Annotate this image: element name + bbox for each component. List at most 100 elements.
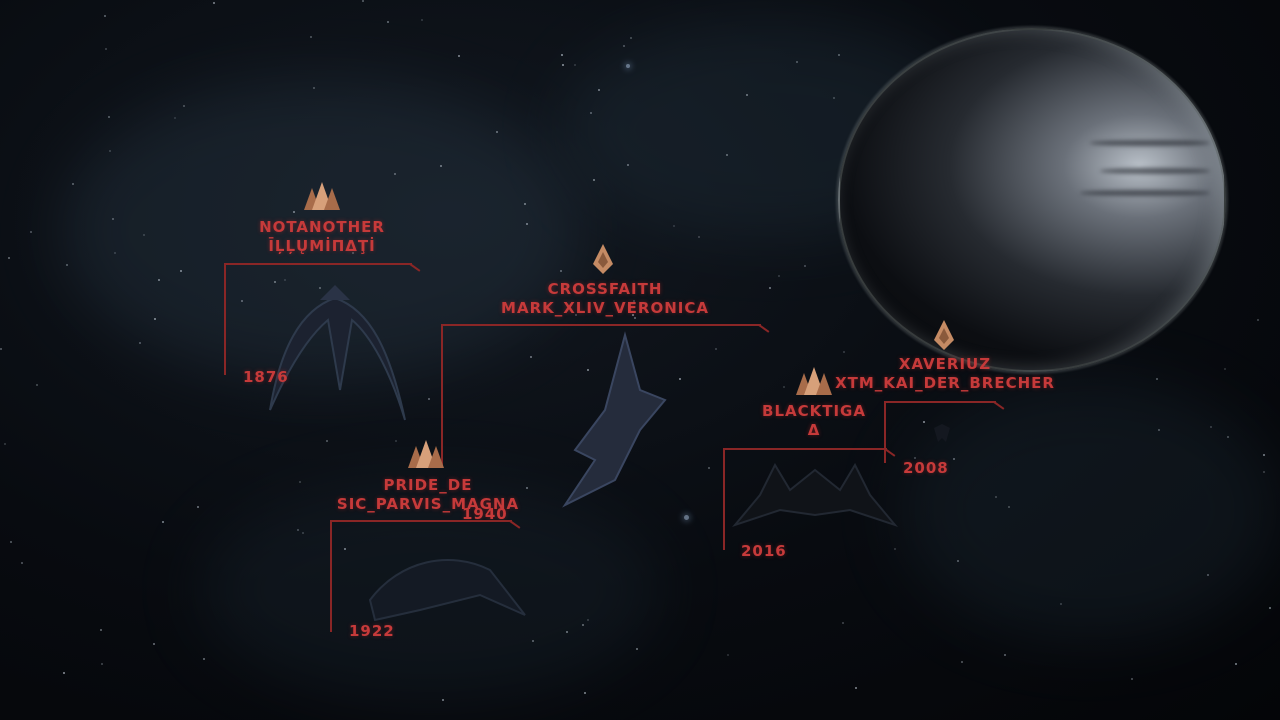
year-label: 1940: [462, 505, 508, 523]
star: [593, 179, 595, 181]
star: [352, 252, 354, 254]
star: [1235, 663, 1237, 665]
star: [302, 532, 304, 534]
star: [532, 640, 534, 642]
player-ship[interactable]: [930, 422, 954, 446]
star: [440, 165, 442, 167]
star: [101, 663, 103, 665]
star: [1060, 603, 1062, 605]
star: [627, 164, 629, 166]
player-nameplate[interactable]: NOTANOTHER ĪĻĻŲMİПΔŢİ: [222, 218, 422, 256]
star: [297, 529, 299, 531]
star: [727, 654, 729, 656]
star: [1156, 378, 1158, 380]
player-name-tag: ĪĻĻŲMİПΔŢİ: [268, 237, 376, 255]
player-ship[interactable]: [360, 540, 530, 630]
star: [1004, 654, 1006, 656]
star: [560, 270, 562, 272]
player-ship[interactable]: [545, 330, 675, 510]
star: [143, 234, 145, 236]
star: [961, 661, 963, 663]
star: [1207, 574, 1209, 576]
star: [428, 398, 430, 400]
player-name: PRIDE_DE: [383, 476, 473, 494]
star: [746, 94, 748, 96]
star: [66, 264, 68, 266]
star: [584, 692, 586, 694]
star: [804, 265, 806, 267]
star: [948, 377, 950, 379]
star: [421, 19, 423, 21]
single-chevron-insignia-icon: [934, 320, 954, 350]
player-nameplate[interactable]: CROSSFAITH MARK_XLIV_VERONICA: [470, 280, 740, 318]
star: [633, 300, 635, 302]
star: [100, 629, 102, 631]
target-bracket: [723, 448, 887, 550]
star: [526, 223, 528, 225]
star: [162, 521, 164, 523]
star: [1158, 429, 1160, 431]
star: [598, 89, 600, 91]
star: [587, 619, 589, 621]
star: [1224, 368, 1226, 370]
star: [112, 218, 114, 220]
star: [458, 55, 460, 57]
star: [634, 317, 636, 319]
star: [582, 624, 584, 626]
player-ship[interactable]: [240, 280, 430, 430]
year-label: 2016: [741, 542, 787, 560]
player-name: BLACKTIGA: [762, 402, 866, 420]
star: [1210, 426, 1212, 428]
star: [838, 54, 840, 56]
star: [995, 496, 997, 498]
star: [10, 541, 12, 543]
star: [855, 687, 857, 689]
triple-chevron-insignia-icon: [408, 440, 444, 468]
star: [21, 562, 23, 564]
star: [590, 112, 592, 114]
star: [1008, 506, 1010, 508]
star: [174, 117, 176, 119]
star: [153, 643, 155, 645]
star: [1263, 454, 1265, 456]
player-name-tag: XTM_KAI_DER_BRECHER: [835, 374, 1055, 392]
star: [139, 342, 141, 344]
star: [293, 211, 295, 213]
star: [63, 672, 65, 674]
star: [387, 21, 389, 23]
star: [894, 548, 896, 550]
star: [778, 275, 780, 277]
star: [623, 45, 625, 47]
star: [562, 64, 564, 66]
player-name-tag: Δ: [807, 421, 821, 439]
triple-chevron-insignia-icon: [796, 367, 832, 395]
star: [630, 37, 632, 39]
player-nameplate[interactable]: PRIDE_DE SIC_PARVIS_MAGNA: [318, 476, 538, 514]
star: [575, 314, 577, 316]
player-nameplate[interactable]: XAVERIUZ XTM_KAI_DER_BRECHER: [820, 355, 1070, 393]
player-ship[interactable]: [730, 455, 900, 535]
target-bracket: [884, 401, 996, 463]
bright-star: [626, 64, 630, 68]
star: [213, 2, 215, 4]
planet-band: [1100, 168, 1210, 174]
star: [362, 0, 364, 2]
star: [158, 279, 160, 281]
star: [108, 116, 110, 118]
player-name-tag: MARK_XLIV_VERONICA: [501, 299, 709, 317]
star: [30, 231, 32, 233]
star: [1263, 471, 1265, 473]
star: [843, 351, 845, 353]
star: [310, 36, 312, 38]
star: [636, 648, 638, 650]
star: [726, 154, 728, 156]
star: [104, 15, 106, 17]
player-nameplate[interactable]: BLACKTIGA Δ: [744, 402, 884, 440]
star: [197, 506, 199, 508]
star: [496, 131, 498, 133]
planet-band: [1080, 190, 1210, 196]
star: [326, 440, 328, 442]
star: [8, 257, 10, 259]
single-chevron-insignia-icon: [593, 244, 613, 274]
